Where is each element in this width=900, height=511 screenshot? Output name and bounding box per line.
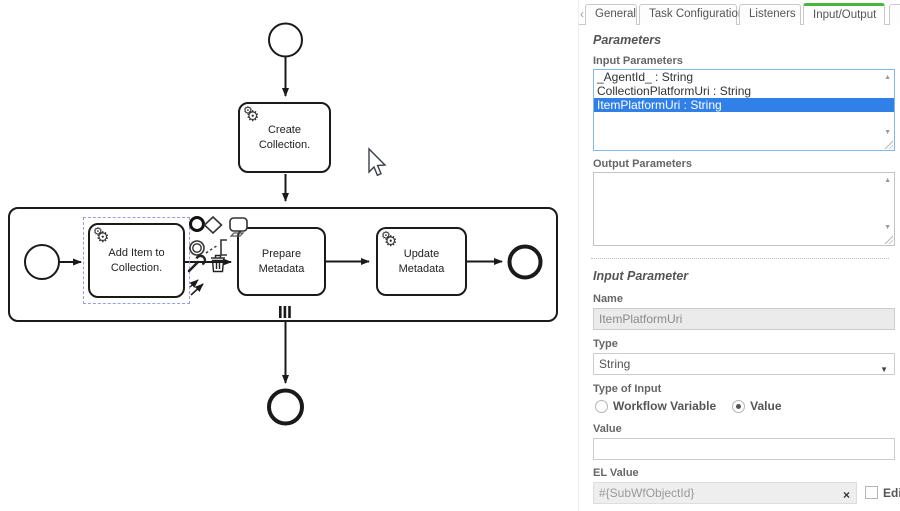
tab-task-configuration[interactable]: Task Configuration — [639, 4, 744, 25]
inner-start-event[interactable] — [24, 244, 60, 280]
output-parameters-listbox[interactable]: ▲ ▼ — [593, 172, 895, 246]
context-pad-wrench-icon[interactable] — [187, 254, 207, 273]
input-parameter-heading: Input Parameter — [593, 269, 689, 283]
start-event[interactable] — [268, 22, 303, 58]
edit-checkbox[interactable] — [865, 486, 878, 499]
tab-listeners[interactable]: Listeners — [739, 4, 801, 25]
service-task-gear-icon — [381, 229, 401, 250]
inner-end-event[interactable] — [507, 244, 543, 280]
scroll-up-icon[interactable]: ▲ — [884, 74, 891, 81]
service-task-gear-icon — [243, 104, 263, 125]
name-label: Name — [593, 293, 623, 305]
list-item[interactable]: _AgentId_ : String — [597, 70, 694, 84]
radio-workflow-variable-label: Workflow Variable — [613, 399, 717, 413]
context-pad — [187, 215, 248, 296]
list-item[interactable]: CollectionPlatformUri : String — [597, 84, 752, 98]
clear-icon[interactable]: × — [842, 488, 850, 502]
tab-partial[interactable]: F — [889, 4, 900, 25]
scroll-down-icon[interactable]: ▼ — [884, 129, 891, 136]
el-value-label: EL Value — [593, 467, 639, 479]
value-label: Value — [593, 423, 622, 435]
bpmn-canvas[interactable]: Create Collection. Add Item to Collectio… — [0, 0, 578, 511]
context-pad-trash-icon[interactable] — [211, 254, 225, 273]
radio-value[interactable] — [732, 399, 746, 413]
type-label: Type — [593, 338, 618, 350]
radio-workflow-variable[interactable] — [595, 399, 608, 413]
edit-checkbox-label: Edit — [883, 486, 900, 500]
tab-scroll-left[interactable]: ‹ — [580, 7, 584, 21]
context-pad-append-intermediate-event-inner — [192, 243, 202, 253]
type-select[interactable]: String ▼ — [593, 353, 895, 375]
scroll-down-icon[interactable]: ▼ — [884, 224, 891, 231]
scroll-up-icon[interactable]: ▲ — [884, 177, 891, 184]
cursor-arrow — [368, 147, 387, 177]
context-pad-parallelogram-icon[interactable] — [229, 232, 245, 237]
input-parameters-label: Input Parameters — [593, 55, 683, 67]
section-divider — [591, 258, 889, 259]
context-pad-connect-icon[interactable] — [189, 279, 204, 296]
parameters-heading: Parameters — [593, 33, 662, 47]
resize-grip-icon[interactable] — [883, 139, 893, 149]
chevron-down-icon: ▼ — [880, 365, 888, 374]
mouse-cursor — [368, 147, 387, 177]
task-prepare-metadata[interactable]: Prepare Metadata — [237, 227, 326, 296]
tab-bar: ‹ General Task Configuration Listeners I… — [579, 2, 900, 25]
service-task-gear-icon — [93, 225, 113, 246]
type-of-input-label: Type of Input — [593, 383, 662, 395]
context-pad-append-intermediate-event-icon[interactable] — [189, 240, 205, 256]
tab-general[interactable]: General — [585, 4, 637, 25]
context-pad-append-gateway-icon[interactable] — [203, 215, 223, 235]
resize-grip-icon[interactable] — [883, 234, 893, 244]
value-field[interactable] — [593, 438, 895, 460]
context-pad-append-task-icon[interactable] — [229, 217, 248, 232]
el-value-field[interactable]: #{SubWfObjectId} × — [593, 482, 857, 504]
parallel-multi-instance-marker — [279, 306, 291, 318]
list-item-selected[interactable]: ItemPlatformUri : String — [594, 98, 894, 112]
context-pad-append-end-event-icon[interactable] — [189, 216, 205, 232]
selection-outline — [83, 217, 190, 304]
radio-value-label: Value — [750, 399, 782, 413]
output-parameters-label: Output Parameters — [593, 158, 693, 170]
el-value-text: #{SubWfObjectId} — [599, 486, 695, 500]
type-select-value: String — [599, 357, 631, 371]
tab-input-output[interactable]: Input/Output — [803, 3, 885, 25]
type-of-input-radios: Workflow Variable Value — [595, 399, 782, 413]
end-event[interactable] — [267, 388, 304, 426]
properties-panel: ‹ General Task Configuration Listeners I… — [578, 0, 900, 511]
input-parameters-listbox[interactable]: _AgentId_ : String CollectionPlatformUri… — [593, 69, 895, 151]
context-pad-text-annotation-link[interactable] — [205, 244, 219, 254]
context-pad-text-annotation-icon[interactable] — [220, 239, 227, 256]
name-field[interactable]: ItemPlatformUri — [593, 308, 895, 330]
